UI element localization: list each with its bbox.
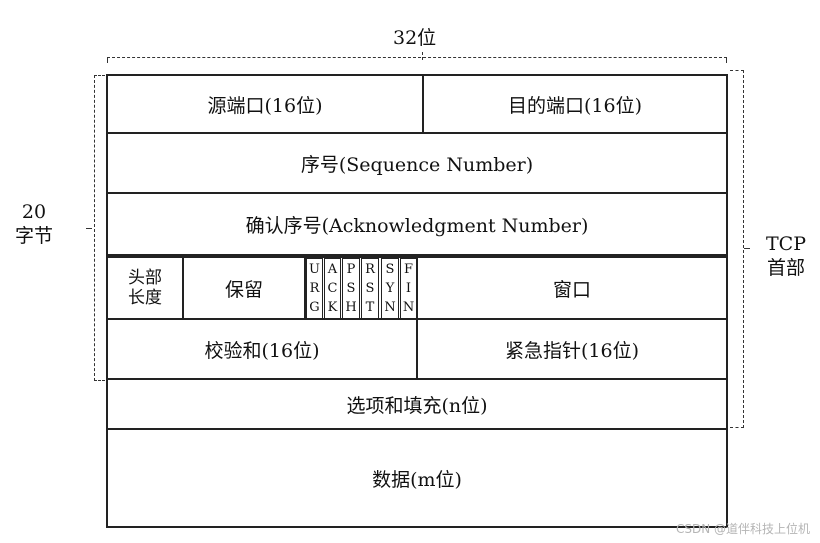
flag-ack-char-3: K xyxy=(327,300,338,315)
flag-urg-char-2: R xyxy=(309,281,320,296)
reserved-field: 保留 xyxy=(182,256,306,320)
options-padding-label: 选项和填充(n位) xyxy=(346,394,488,417)
source-port-label: 源端口(16位) xyxy=(207,94,323,117)
destination-port-label: 目的端口(16位) xyxy=(507,94,642,117)
watermark-text: CSDN @道伴科技上位机 xyxy=(675,522,810,536)
reserved-label: 保留 xyxy=(224,278,263,301)
flag-rst-char-1: R xyxy=(365,262,375,277)
flag-ack-char-2: C xyxy=(327,281,338,296)
right-bracket-tick xyxy=(744,248,750,249)
flag-ack: A C K xyxy=(324,258,341,319)
window-label: 窗口 xyxy=(552,278,591,301)
flag-urg-char-1: U xyxy=(309,262,320,277)
flag-psh: P S H xyxy=(342,258,360,319)
header-length-label: 头部 长度 xyxy=(128,268,162,308)
flag-psh-char-3: H xyxy=(345,300,357,315)
window-field: 窗口 xyxy=(416,256,728,320)
flag-urg: U R G xyxy=(306,258,323,319)
flag-syn-char-3: N xyxy=(384,300,396,315)
acknowledgment-number-label: 确认序号(Acknowledgment Number) xyxy=(245,214,589,237)
tcp-header-bracket xyxy=(730,70,744,428)
twenty-bytes-label: 20 字节 xyxy=(14,201,53,247)
flag-rst: R S T xyxy=(361,258,379,319)
checksum-field: 校验和(16位) xyxy=(106,318,418,380)
tcp-header-label: TCP 首部 xyxy=(766,233,806,279)
flag-psh-char-1: P xyxy=(346,262,356,277)
options-padding-field: 选项和填充(n位) xyxy=(106,378,728,430)
width-label: 32位 xyxy=(393,27,437,49)
flag-fin-char-3: N xyxy=(402,300,415,315)
flag-ack-char-1: A xyxy=(327,262,338,277)
width-dimension-tick xyxy=(422,52,423,60)
data-field: 数据(m位) xyxy=(106,428,728,528)
sequence-number-label: 序号(Sequence Number) xyxy=(300,153,534,176)
data-label: 数据(m位) xyxy=(372,468,462,491)
sequence-number-field: 序号(Sequence Number) xyxy=(106,132,728,194)
urgent-pointer-field: 紧急指针(16位) xyxy=(416,318,728,380)
checksum-label: 校验和(16位) xyxy=(204,339,320,362)
flag-syn-char-2: Y xyxy=(385,281,395,296)
width-dimension-line xyxy=(107,57,727,63)
header-length-field: 头部 长度 xyxy=(106,256,184,320)
flag-rst-char-2: S xyxy=(365,281,375,296)
flag-fin-char-2: I xyxy=(405,281,412,296)
flag-fin: F I N xyxy=(400,258,417,319)
flag-urg-char-3: G xyxy=(309,300,320,315)
flag-syn: S Y N xyxy=(381,258,399,319)
flag-psh-char-2: S xyxy=(346,281,356,296)
twenty-byte-bracket xyxy=(94,75,105,381)
urgent-pointer-label: 紧急指针(16位) xyxy=(504,339,639,362)
destination-port-field: 目的端口(16位) xyxy=(422,74,728,134)
flag-syn-char-1: S xyxy=(385,262,395,277)
source-port-field: 源端口(16位) xyxy=(106,74,424,134)
left-bracket-tick xyxy=(86,228,92,229)
flag-fin-char-1: F xyxy=(403,262,414,277)
acknowledgment-number-field: 确认序号(Acknowledgment Number) xyxy=(106,192,728,256)
flag-rst-char-3: T xyxy=(365,300,375,315)
